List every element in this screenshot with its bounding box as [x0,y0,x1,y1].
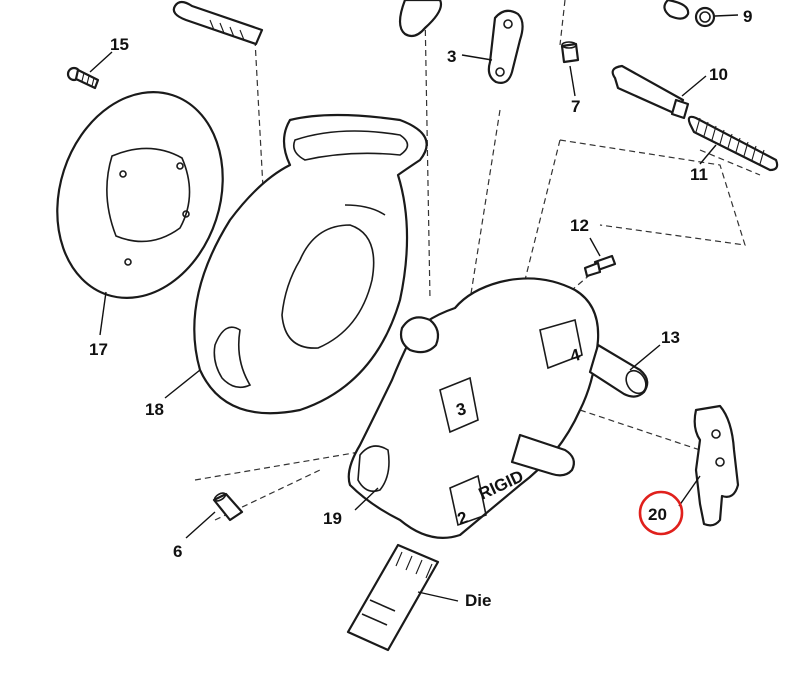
part-17-cover-plate [56,91,224,299]
lever-top [398,0,443,38]
label-3: 3 [447,47,456,66]
part-19-die-head-body [347,277,600,539]
label-15: 15 [110,35,129,54]
label-17: 17 [89,340,108,359]
part-11-spring [687,115,779,172]
leader-lines [89,14,739,602]
label-19: 19 [323,509,342,528]
part-15-screw [66,66,100,90]
label-20: 20 [648,505,667,524]
label-9: 9 [743,7,752,26]
part-9-ring [663,0,716,28]
part-20-latch [693,404,740,527]
label-die: Die [465,591,491,610]
label-13: 13 [661,328,680,347]
highlight-circle-20 [638,490,684,536]
part-18-cam-ring [193,113,428,415]
label-18: 18 [145,400,164,419]
label-12: 12 [570,216,589,235]
callout-labels: 3 7 9 10 11 12 13 15 17 18 19 6 Die 20 [89,7,752,610]
part-12-screw [583,254,617,278]
label-6: 6 [173,542,182,561]
part-3-link-plate [487,9,524,84]
bolt-top-left [172,0,264,46]
part-10-plunger [611,64,690,120]
part-7-pin [560,41,580,64]
part-13-shaft [588,343,649,398]
part-6-pin [212,492,244,522]
label-7: 7 [571,97,580,116]
label-11: 11 [690,165,708,184]
label-10: 10 [709,65,728,84]
die-part [346,543,440,652]
